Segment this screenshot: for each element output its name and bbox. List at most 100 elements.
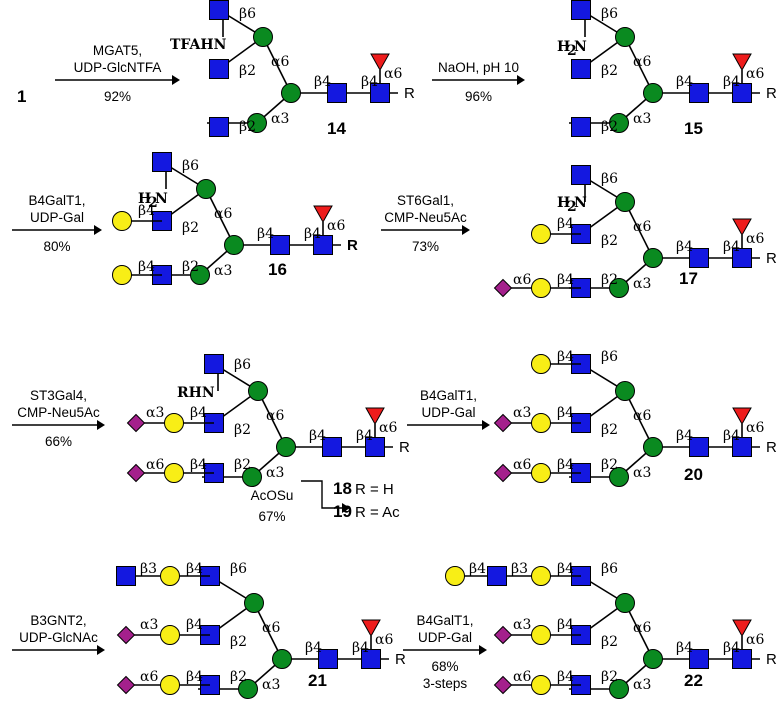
- glcnac-square: [361, 649, 381, 669]
- h2n-n: N: [574, 195, 587, 211]
- fucose-triangle: [370, 53, 390, 72]
- linkage-b4: β4: [469, 561, 486, 577]
- linkage-a6: α6: [266, 408, 284, 424]
- linkage-b2: β2: [601, 272, 618, 288]
- bond-line: [624, 201, 654, 259]
- linkage-b4: β4: [557, 561, 574, 577]
- linkage-b4: β4: [723, 239, 740, 255]
- linkage-b4: β4: [190, 457, 207, 473]
- linkage-b4: β4: [356, 428, 373, 444]
- linkage-a3: α3: [633, 465, 651, 481]
- compound-number: 19: [333, 502, 352, 521]
- yield-label: 67%: [258, 509, 285, 524]
- compound-number: 14: [327, 119, 346, 138]
- arrowhead: [97, 420, 105, 430]
- linkage-a6-fuc: α6: [375, 632, 393, 648]
- linkage-a6: α6: [513, 669, 531, 685]
- linkage-b2: β2: [230, 669, 247, 685]
- reagent-label: CMP-Neu5Ac: [384, 210, 467, 225]
- mannose-circle: [224, 235, 244, 255]
- arrowhead: [97, 645, 105, 655]
- linkage-a6: α6: [140, 669, 158, 685]
- linkage-a3: α3: [214, 263, 232, 279]
- linkage-b4: β4: [723, 640, 740, 656]
- glcnac-square: [571, 117, 591, 137]
- glcnac-square: [571, 0, 591, 20]
- linkage-b4: β4: [352, 640, 369, 656]
- glcnac-square: [327, 83, 347, 103]
- linkage-a6-fuc: α6: [384, 66, 402, 82]
- linkage-b4: β4: [186, 561, 203, 577]
- fucose-triangle: [365, 407, 385, 426]
- h2n-subscript: 2: [567, 43, 577, 59]
- compound-number: 21: [308, 671, 327, 690]
- sialic-acid-diamond: [493, 278, 513, 298]
- linkage-b4: β4: [304, 226, 321, 242]
- linkage-b6: β6: [601, 171, 618, 187]
- galactose-circle: [112, 265, 132, 285]
- reagent-label: NaOH, pH 10: [438, 60, 519, 75]
- linkage-b2: β2: [601, 119, 618, 135]
- linkage-b4: β4: [557, 617, 574, 633]
- reagent-label: UDP-Gal: [418, 630, 472, 645]
- mannose-circle: [242, 467, 262, 487]
- reagent-label: CMP-Neu5Ac: [17, 405, 100, 420]
- reagent-label: B4GalT1,: [28, 193, 85, 208]
- galactose-circle: [164, 463, 184, 483]
- glcnac-square: [318, 649, 338, 669]
- mannose-circle: [247, 113, 267, 133]
- galactose-circle: [112, 211, 132, 231]
- glcnac-square: [689, 248, 709, 268]
- glcnac-square: [732, 437, 752, 457]
- linkage-b4: β4: [305, 640, 322, 656]
- linkage-b4: β4: [186, 617, 203, 633]
- arrowhead: [172, 75, 180, 85]
- reagent-label: ST6Gal1,: [397, 193, 454, 208]
- reagent-label: UDP-Gal: [30, 210, 84, 225]
- compound-number: 20: [684, 465, 703, 484]
- conversion-arrowhead: [342, 503, 350, 513]
- mannose-circle: [609, 467, 629, 487]
- tfahn-label: TFAHN: [170, 37, 227, 53]
- linkage-b2: β2: [601, 634, 618, 650]
- fucose-triangle: [732, 53, 752, 72]
- h2n-subscript: 2: [148, 195, 158, 211]
- fucose-triangle: [361, 619, 381, 638]
- linkage-a6: α6: [214, 206, 232, 222]
- mannose-circle: [609, 278, 629, 298]
- glcnac-square: [322, 437, 342, 457]
- linkage-b4: β4: [723, 428, 740, 444]
- glcnac-square: [732, 83, 752, 103]
- linkage-b2: β2: [601, 422, 618, 438]
- linkage-a6: α6: [633, 54, 651, 70]
- galactose-circle: [531, 354, 551, 374]
- steps-label: 3-steps: [423, 676, 468, 691]
- linkage-a6: α6: [633, 408, 651, 424]
- linkage-b4: β4: [676, 74, 693, 90]
- reducing-end-r: R: [404, 85, 415, 102]
- reagent-label: ST3Gal4,: [30, 388, 87, 403]
- linkage-b4: β4: [676, 239, 693, 255]
- glycan-structures: [112, 0, 760, 699]
- mannose-circle: [643, 437, 663, 457]
- reagent-label: AcOSu: [251, 488, 294, 503]
- linkage-a3: α3: [266, 465, 284, 481]
- glcnac-square: [270, 235, 290, 255]
- linkage-a3: α3: [633, 677, 651, 693]
- linkage-b2: β2: [601, 457, 618, 473]
- yield-label: 66%: [45, 434, 72, 449]
- glcnac-square: [116, 566, 136, 586]
- mannose-circle: [272, 649, 292, 669]
- sialic-acid-diamond: [116, 675, 136, 695]
- h2n-n: N: [574, 39, 587, 55]
- galactose-circle: [160, 566, 180, 586]
- reagent-label: UDP-Gal: [421, 405, 475, 420]
- reagent-label: B4GalT1,: [416, 613, 473, 628]
- glcnac-square: [689, 83, 709, 103]
- linkage-a3: α3: [262, 677, 280, 693]
- mannose-circle: [609, 679, 629, 699]
- arrowhead: [517, 75, 525, 85]
- reducing-end-r: R: [399, 439, 410, 456]
- linkage-b2: β2: [234, 457, 251, 473]
- linkage-b4: β4: [557, 457, 574, 473]
